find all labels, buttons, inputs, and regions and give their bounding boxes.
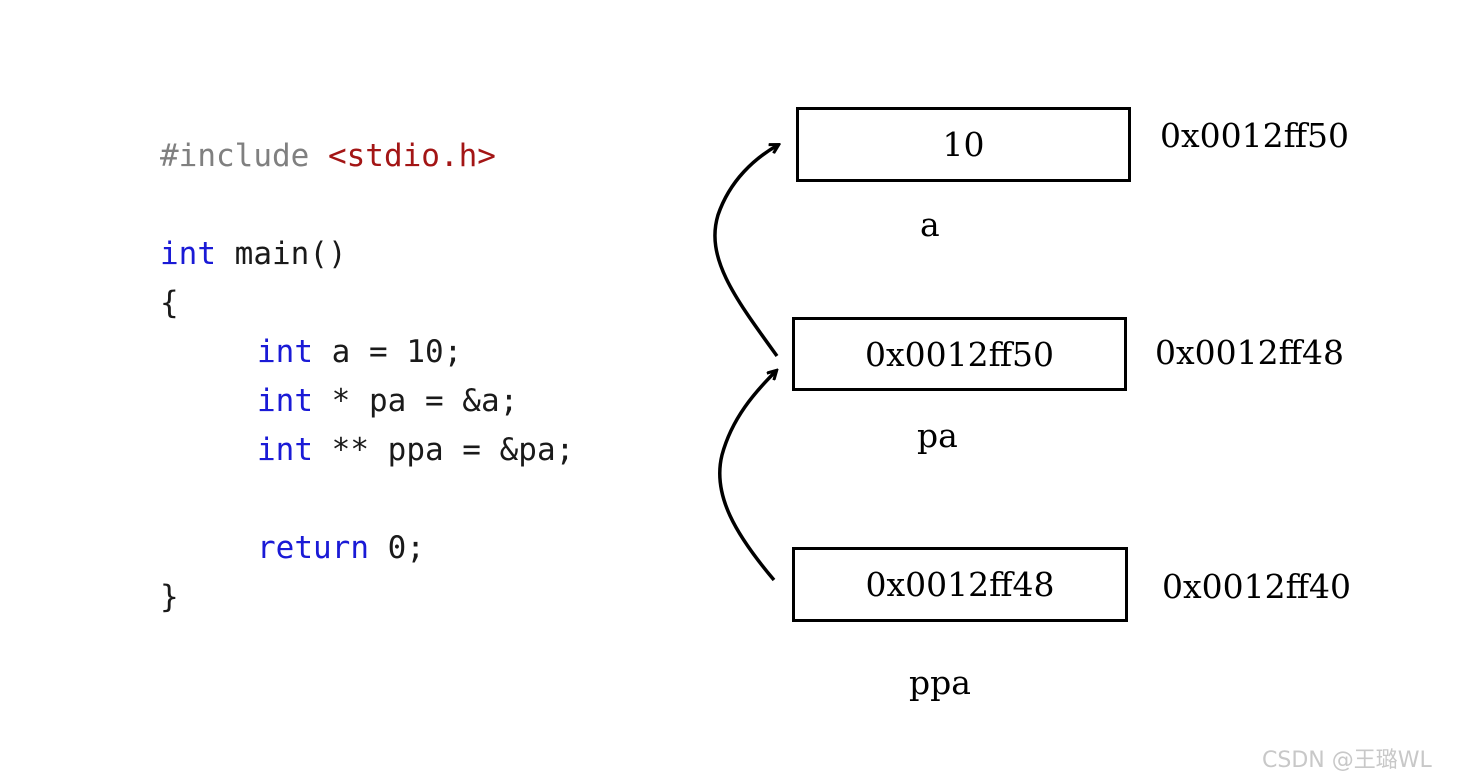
decl-pa: * pa = &a;	[313, 383, 519, 419]
code-listing: #include <stdio.h> int main() { int a = …	[160, 132, 574, 622]
close-brace: }	[160, 579, 179, 615]
code-line-close-brace: }	[160, 573, 574, 622]
address-pa: 0x0012ff48	[1155, 333, 1345, 372]
keyword-int: int	[257, 334, 313, 370]
watermark: CSDN @王璐WL	[1262, 748, 1432, 773]
keyword-return: return	[257, 530, 369, 566]
arrow-ppa-to-pa	[717, 371, 776, 582]
value-ppa: 0x0012ff48	[865, 565, 1055, 604]
decl-ppa: ** ppa = &pa;	[313, 432, 575, 468]
memory-cell-ppa: 0x0012ff48	[792, 547, 1128, 622]
code-line-a: int a = 10;	[160, 328, 574, 377]
code-line-return: return 0;	[160, 524, 574, 573]
var-label-a: a	[920, 205, 940, 244]
return-value: 0;	[368, 530, 425, 566]
memory-cell-pa: 0x0012ff50	[792, 317, 1127, 391]
include-header: <stdio.h>	[327, 138, 496, 174]
arrow-pa-to-a	[713, 145, 778, 358]
var-label-pa: pa	[917, 416, 958, 455]
keyword-int: int	[257, 432, 313, 468]
decl-a: a = 10;	[313, 334, 463, 370]
value-a: 10	[942, 125, 985, 164]
address-a: 0x0012ff50	[1160, 116, 1350, 155]
code-line-ppa: int ** ppa = &pa;	[160, 426, 574, 475]
address-ppa: 0x0012ff40	[1162, 567, 1352, 606]
code-line-open-brace: {	[160, 279, 574, 328]
keyword-int: int	[257, 383, 313, 419]
open-brace: {	[160, 285, 179, 321]
include-directive: #include	[160, 138, 310, 174]
code-line-include: #include <stdio.h>	[160, 132, 574, 181]
var-label-ppa: ppa	[909, 663, 971, 702]
code-line-pa: int * pa = &a;	[160, 377, 574, 426]
main-signature: main()	[216, 236, 347, 272]
value-pa: 0x0012ff50	[864, 334, 1055, 374]
code-line-main: int main()	[160, 230, 574, 279]
keyword-int: int	[160, 236, 216, 272]
memory-cell-a: 10	[796, 107, 1131, 182]
